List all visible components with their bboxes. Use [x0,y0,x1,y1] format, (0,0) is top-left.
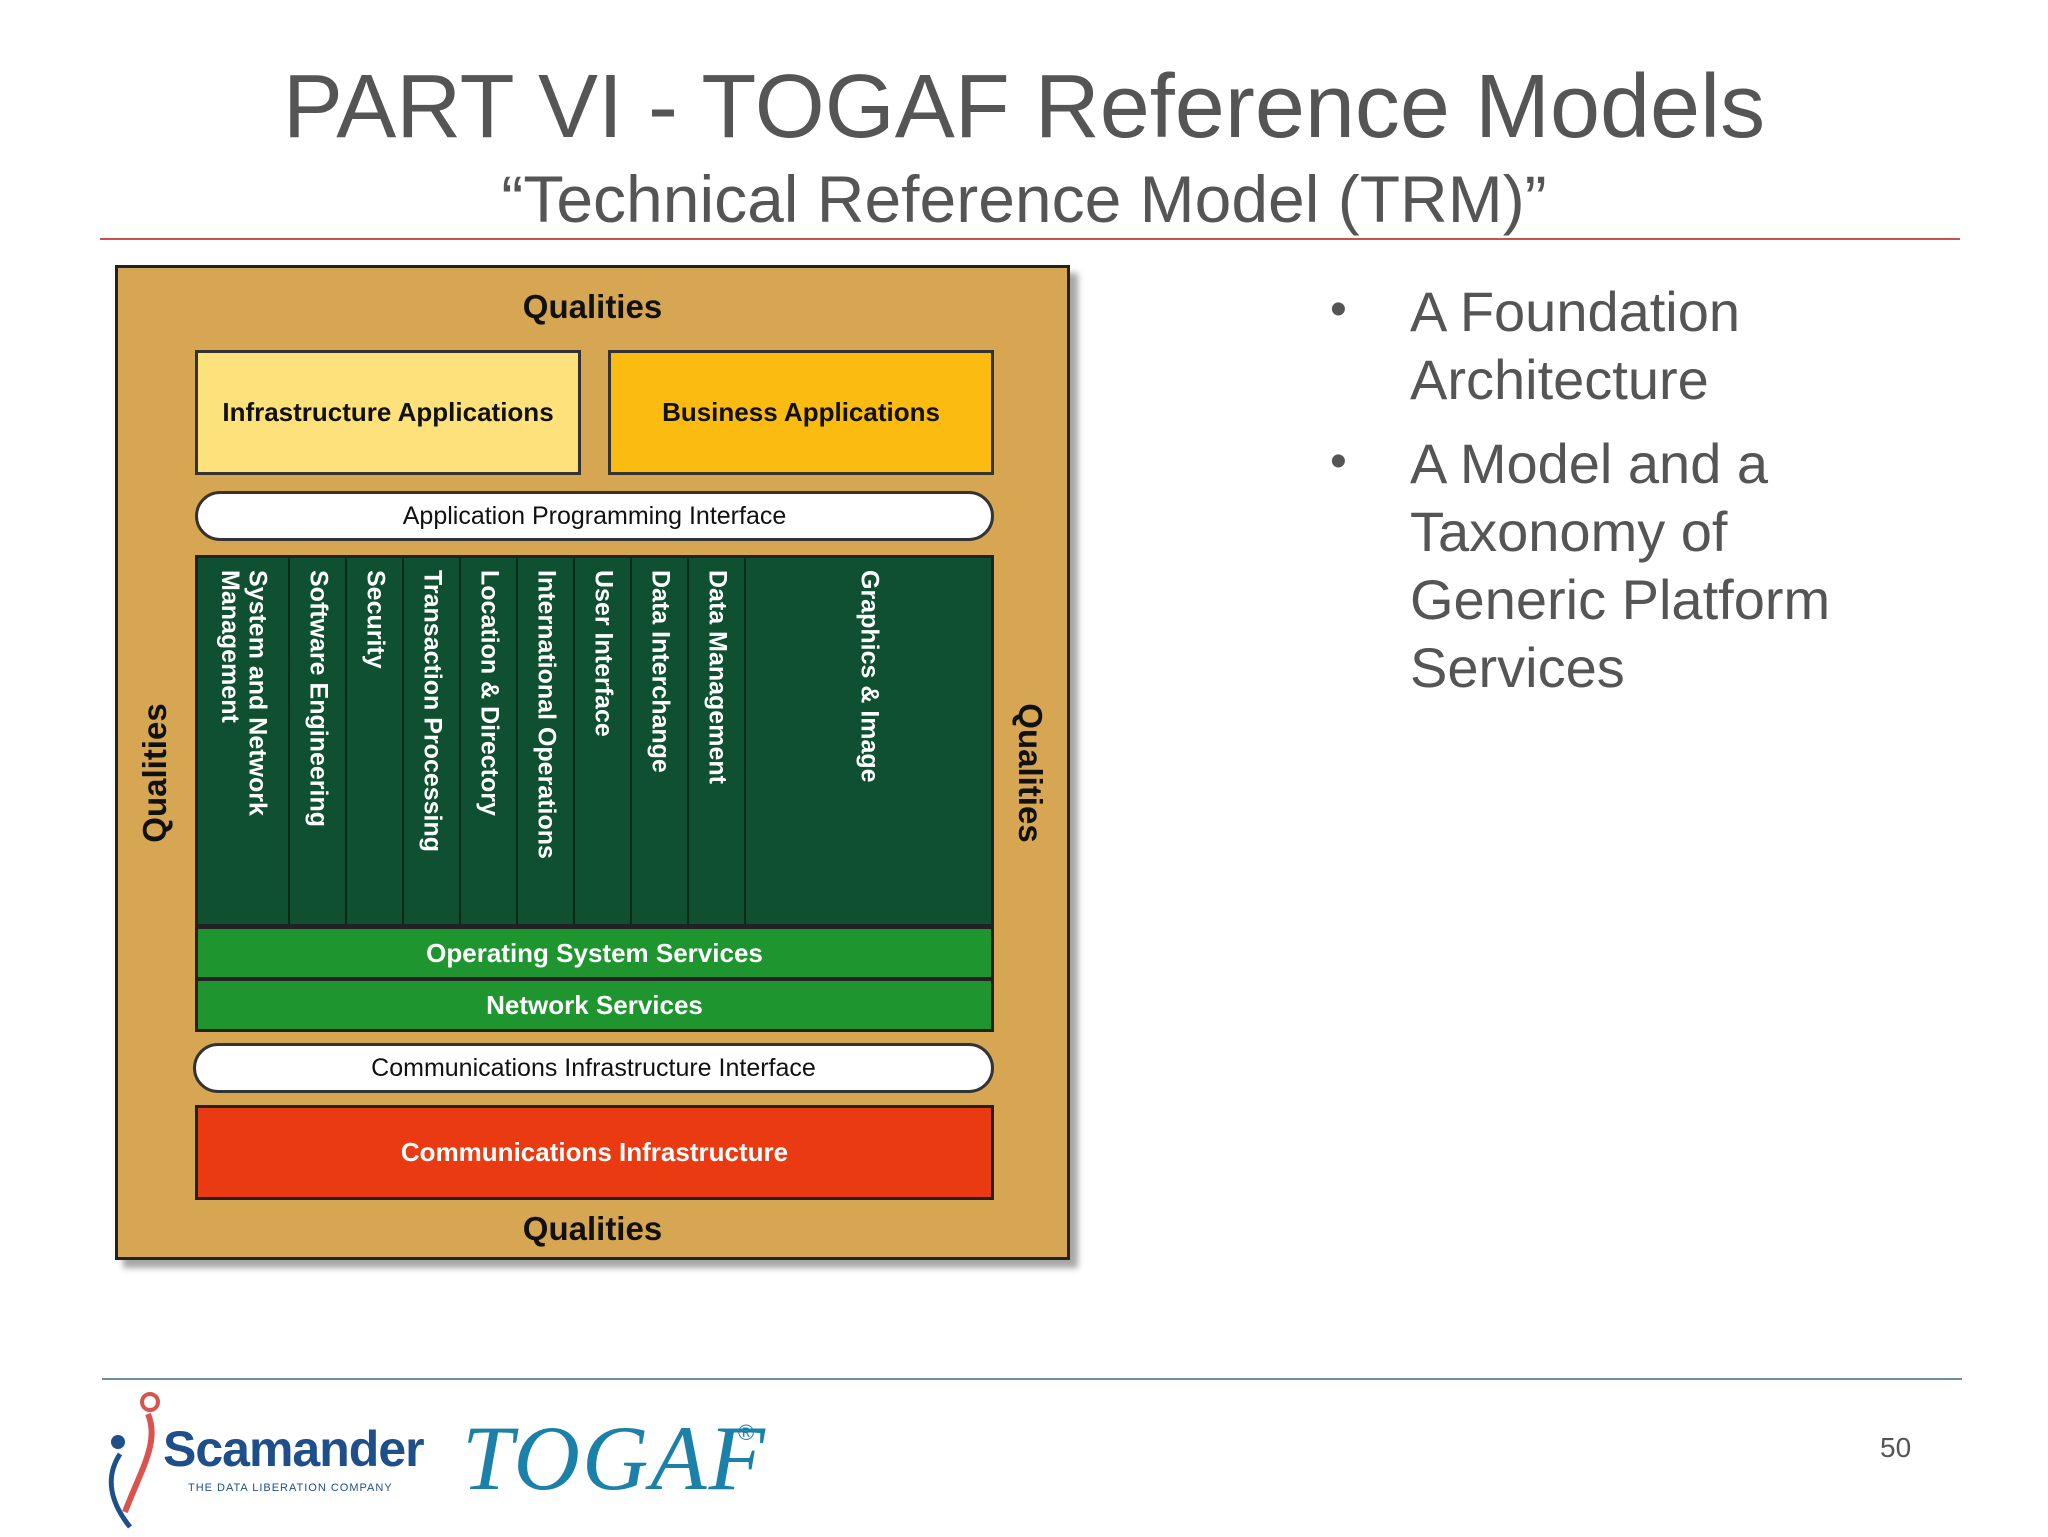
scamander-wordmark: Scamander [163,1421,425,1477]
footer-divider [102,1378,1962,1380]
bullet-line: Taxonomy of [1410,500,1728,563]
service-label: Security [361,570,390,669]
bullet-list: • A Foundation Architecture • A Model an… [1330,278,1970,718]
service-label: Data Management [703,570,732,784]
qualities-top-label: Qualities [522,288,663,325]
service-column: Software Engineering [290,558,347,924]
service-label: International Operations [532,570,561,859]
service-label: Transaction Processing [418,570,447,853]
service-label: Software Engineering [304,570,333,827]
service-column: International Operations [518,558,575,924]
service-column: User Interface [575,558,632,924]
trm-diagram: Qualities Qualities Qualities Qualities … [115,265,1070,1260]
service-column: Location & Directory [461,558,518,924]
service-label: User Interface [589,570,618,737]
page-number: 50 [1880,1432,1912,1463]
slide-title: PART VI - TOGAF Reference Models [282,57,1766,157]
bullet-item-1: • A Foundation Architecture [1330,278,1970,414]
communications-infrastructure: Communications Infrastructure [195,1105,994,1200]
service-column: Security [347,558,404,924]
bullet-line: Generic Platform [1410,568,1831,631]
bullet-dot-icon: • [1330,435,1347,488]
bullet-line: A Model and a [1410,432,1769,495]
service-column: Graphics & Image [746,558,991,924]
bullet-line: A Foundation [1410,280,1741,343]
service-label: Location & Directory [475,570,504,816]
qualities-right-label: Qualities [1012,703,1049,843]
service-column: Data Interchange [632,558,689,924]
bullet-dot-icon: • [1330,283,1347,336]
service-label: Graphics & Image [855,570,884,783]
slide-subtitle: “Technical Reference Model (TRM)” [501,162,1547,236]
togaf-logo: TOGAF [462,1407,767,1509]
infrastructure-applications-box: Infrastructure Applications [195,350,581,475]
scamander-tagline: THE DATA LIBERATION COMPANY [188,1482,393,1494]
togaf-registered-mark: ® [738,1420,755,1445]
scamander-logo: Scamander THE DATA LIBERATION COMPANY [100,1392,425,1532]
service-column: System and Network Management [198,558,290,924]
service-label: System and Network Management [216,570,272,816]
service-column: Transaction Processing [404,558,461,924]
business-applications-box: Business Applications [608,350,994,475]
communications-infrastructure-interface: Communications Infrastructure Interface [193,1043,994,1093]
bullet-line: Services [1410,636,1625,699]
platform-services-area: System and Network Management Software En… [195,555,994,927]
operating-system-services: Operating System Services [195,926,994,980]
service-column: Data Management [689,558,746,924]
scamander-figure-icon [108,1392,160,1529]
title-divider [100,238,1960,240]
service-label: Data Interchange [646,570,675,773]
qualities-bottom-label: Qualities [522,1210,663,1247]
network-services: Network Services [195,978,994,1032]
bullet-line: Architecture [1410,348,1709,411]
application-programming-interface: Application Programming Interface [195,491,994,541]
qualities-left-label: Qualities [136,703,173,843]
bullet-item-2: • A Model and a Taxonomy of Generic Plat… [1330,430,1970,702]
